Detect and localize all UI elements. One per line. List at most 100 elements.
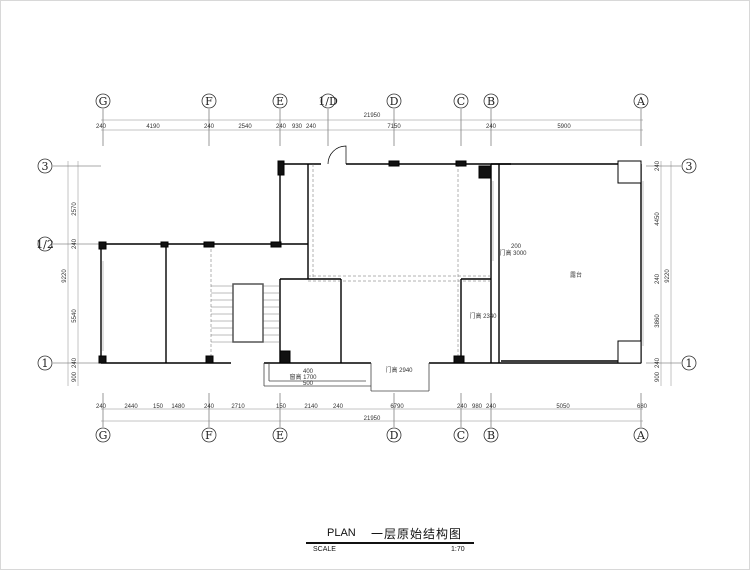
- dim-top-segment: 2540: [238, 124, 252, 130]
- axis-bubble-bottom: F: [205, 429, 213, 442]
- axis-bubble-right-circle: [681, 158, 697, 174]
- dim-left-segment: 2570: [72, 202, 78, 216]
- axis-bubble-bottom-circle: [633, 427, 649, 443]
- scale-label: SCALE: [313, 546, 336, 553]
- dim-right-segment: 240: [655, 273, 661, 284]
- window-height: 窗高 1700: [289, 373, 317, 381]
- axis-bubble-left: 1: [42, 357, 49, 370]
- dim-bottom-segment: 1480: [171, 404, 185, 410]
- axis-bubble-top-circle: [386, 93, 402, 109]
- terrace-label: 露台: [570, 271, 582, 279]
- scale-value: 1:70: [451, 546, 465, 553]
- title-underline: [306, 542, 474, 544]
- axis-bubble-bottom-circle: [95, 427, 111, 443]
- axis-bubble-top-circle: [95, 93, 111, 109]
- axis-bubble-right: 3: [686, 160, 693, 173]
- door-height-b: 门高 2340: [469, 312, 497, 320]
- axis-bubble-bottom: G: [99, 429, 108, 442]
- axis-bubble-bottom: E: [276, 429, 284, 442]
- dim-top-segment: 5900: [557, 124, 571, 130]
- dim-left-total: 9220: [62, 269, 68, 283]
- axis-bubble-top-circle: [320, 93, 336, 109]
- dim-bottom-total: 21950: [364, 416, 381, 422]
- axis-bubble-top: C: [457, 95, 465, 108]
- axis-bubble-bottom: C: [457, 429, 465, 442]
- dim-top-segment: 240: [276, 124, 287, 130]
- dim-left-segment: 5540: [72, 309, 78, 323]
- structural-column: [478, 165, 492, 179]
- structural-column: [453, 355, 465, 364]
- dim-left-segment: 900: [72, 371, 78, 382]
- axis-bubble-top: G: [99, 95, 108, 108]
- axis-bubble-top: 1/D: [318, 95, 338, 108]
- axis-bubble-top-circle: [483, 93, 499, 109]
- axis-bubble-bottom-circle: [483, 427, 499, 443]
- stair-well: [232, 283, 264, 343]
- axis-bubble-top-circle: [633, 93, 649, 109]
- dim-bottom-segment: 680: [637, 404, 648, 410]
- terrace-door-height: 门高 3000: [499, 249, 527, 257]
- axis-bubble-top-circle: [201, 93, 217, 109]
- dim-right-segment: 3860: [655, 314, 661, 328]
- axis-bubble-left-circle: [37, 236, 53, 252]
- dim-bottom-segment: 240: [333, 404, 344, 410]
- structural-column: [455, 160, 467, 167]
- dim-bottom-segment: 240: [457, 404, 468, 410]
- door-height-c: 门高 2940: [385, 366, 413, 374]
- structural-column: [98, 355, 107, 364]
- axis-bubble-top-circle: [453, 93, 469, 109]
- axis-bubble-left: 1/2: [36, 238, 54, 251]
- dim-bottom-segment: 240: [204, 404, 215, 410]
- dim-top-segment: 930: [292, 124, 303, 130]
- structural-column: [270, 241, 282, 248]
- structural-column: [277, 160, 285, 176]
- dim-top-segment: 7150: [387, 124, 401, 130]
- structural-column: [279, 350, 291, 364]
- axis-bubble-top: B: [487, 95, 495, 108]
- axis-bubble-bottom: B: [487, 429, 495, 442]
- axis-bubble-top: A: [636, 95, 646, 108]
- axis-bubble-right: 1: [686, 357, 693, 370]
- dim-bottom-segment: 2140: [304, 404, 318, 410]
- window-width: 400: [303, 369, 314, 375]
- plan-title: 一层原始结构图: [371, 527, 463, 541]
- axis-bubble-top-circle: [272, 93, 288, 109]
- door-swing: [327, 145, 347, 165]
- axis-bubble-left-circle: [37, 158, 53, 174]
- plan-label: PLAN: [327, 527, 356, 539]
- axis-bubble-bottom-circle: [201, 427, 217, 443]
- dim-bottom-segment: 150: [153, 404, 164, 410]
- axis-bubble-top: F: [205, 95, 213, 108]
- dim-bottom-segment: 2710: [231, 404, 245, 410]
- structural-column: [98, 241, 107, 250]
- axis-bubble-bottom-circle: [272, 427, 288, 443]
- structural-column: [203, 241, 215, 248]
- axis-bubble-left-circle: [37, 355, 53, 371]
- axis-bubble-left: 3: [42, 160, 49, 173]
- dim-bottom-segment: 5050: [556, 404, 570, 410]
- dim-bottom-segment: 240: [96, 404, 107, 410]
- axis-bubble-top: D: [390, 95, 399, 108]
- dim-right-segment: 240: [655, 357, 661, 368]
- structural-column: [388, 160, 400, 167]
- dim-top-total: 21950: [364, 113, 381, 119]
- dim-bottom-segment: 150: [276, 404, 287, 410]
- axis-bubble-bottom: D: [390, 429, 399, 442]
- dim-top-segment: 240: [204, 124, 215, 130]
- terrace-width: 200: [511, 244, 522, 250]
- dim-right-total: 9220: [665, 269, 671, 283]
- dim-bottom-segment: 2440: [124, 404, 138, 410]
- axis-bubble-right-circle: [681, 355, 697, 371]
- window-sill: 500: [303, 381, 314, 387]
- dim-left-segment: 240: [72, 357, 78, 368]
- axis-bubble-bottom: A: [636, 429, 646, 442]
- dim-right-segment: 900: [655, 371, 661, 382]
- structural-column: [160, 241, 169, 248]
- structural-column: [617, 340, 642, 364]
- dim-bottom-segment: 980: [472, 404, 483, 410]
- dim-bottom-segment: 240: [486, 404, 497, 410]
- structural-column: [205, 355, 214, 364]
- dim-right-segment: 240: [655, 160, 661, 171]
- dim-top-segment: 4190: [146, 124, 160, 130]
- dim-left-segment: 240: [72, 238, 78, 249]
